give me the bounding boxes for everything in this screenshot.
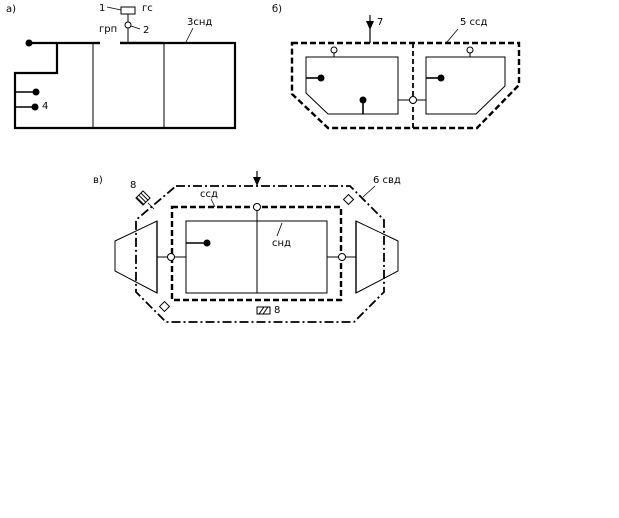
entry-point-dot (25, 39, 33, 47)
branch-dot-lower (31, 103, 39, 111)
label-8-top: 8 (130, 180, 136, 191)
link-left-node (167, 253, 175, 261)
grp-node (124, 21, 132, 29)
inner-compartment-left (305, 56, 399, 115)
inner-compartment-right (425, 56, 506, 115)
leader-1 (106, 6, 122, 11)
label-snd-v: снд (272, 238, 291, 249)
left-dot (317, 74, 325, 82)
panel-a: а) 4 1 гс 2 грп 3снд (6, 3, 237, 130)
ssd-top-node (253, 203, 261, 211)
right-dot (437, 74, 445, 82)
ssd-contour-dashed (290, 41, 521, 130)
leader-2 (130, 25, 141, 30)
label-3snd: 3снд (187, 17, 212, 28)
node-right-top (466, 46, 474, 54)
link-node (409, 96, 417, 104)
label-5ssd: 5 ссд (460, 17, 488, 28)
leader-3snd (185, 27, 194, 43)
hatch-2 (262, 306, 269, 315)
svd-contour-dashdot (135, 185, 385, 323)
leader-ssd-v (210, 198, 216, 208)
label-4: 4 (42, 101, 48, 112)
panel-a-tag: а) (6, 4, 16, 15)
node-left-top (330, 46, 338, 54)
airlock-right (355, 220, 399, 294)
panel-b: б) 7 5 ссд (272, 4, 521, 130)
top-gap-mask (100, 40, 120, 46)
branch-dot-upper (32, 88, 40, 96)
leader-5ssd (446, 28, 459, 43)
arrow-7-head (366, 21, 374, 30)
label-1: 1 (99, 3, 105, 14)
link-right-node (338, 253, 346, 261)
leader-6svd (362, 185, 376, 198)
gs-block (120, 6, 136, 15)
panel-b-tag: б) (272, 4, 282, 15)
hatched-symbol-top (135, 190, 151, 206)
label-6svd: 6 свд (373, 175, 401, 186)
panel-v-tag: в) (93, 175, 103, 186)
leader-snd-v (276, 222, 283, 237)
label-7: 7 (377, 17, 383, 28)
hatch-1 (258, 306, 265, 315)
label-grp: грп (99, 24, 117, 35)
snd-dot (203, 239, 211, 247)
leader-8-top (147, 202, 155, 210)
label-gs: гс (142, 3, 153, 14)
panel-v: в) 6 свд 8 8 ссд сн (93, 171, 401, 323)
snd-outline-thick (13, 41, 237, 130)
label-8-bottom: 8 (274, 305, 280, 316)
arrow-top-head (253, 177, 261, 186)
label-2: 2 (143, 25, 149, 36)
diamond-bottom-left (158, 300, 171, 313)
label-ssd-v: ссд (200, 189, 218, 200)
diamond-top-right (342, 193, 355, 206)
